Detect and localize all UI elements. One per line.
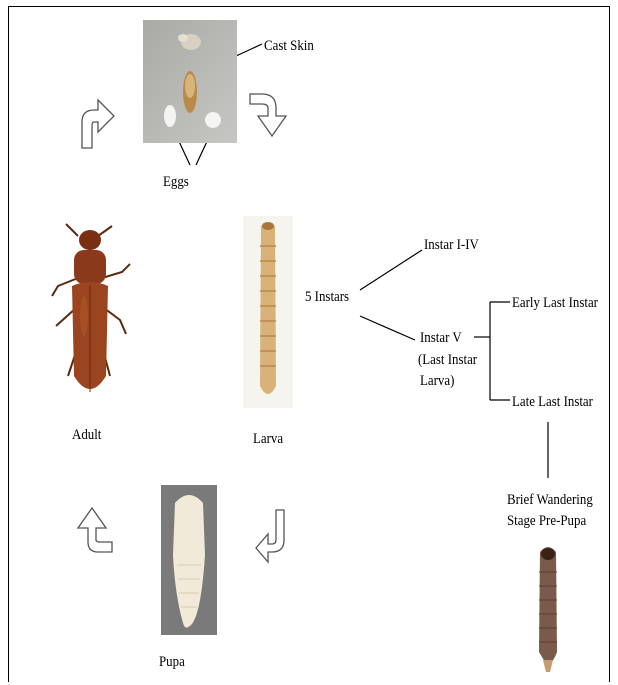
brief-wandering-label-1: Brief Wandering — [507, 490, 593, 510]
last-instar-larva-label-2: Larva) — [420, 371, 454, 391]
eggs-label: Eggs — [163, 172, 189, 192]
curved-arrow-down-icon — [248, 86, 292, 142]
curved-arrow-down-left-icon — [254, 506, 294, 566]
adult-label: Adult — [72, 425, 101, 445]
early-last-instar-label: Early Last Instar — [512, 293, 598, 313]
instar-i-iv-label: Instar I-IV — [424, 235, 479, 255]
larva-label: Larva — [253, 429, 283, 449]
instar-v-label: Instar V — [420, 328, 462, 348]
pupa-label: Pupa — [159, 652, 185, 672]
late-last-instar-label: Late Last Instar — [512, 392, 593, 412]
adult-beetle-photo — [48, 216, 133, 406]
larva-photo — [243, 216, 293, 408]
connector-instars-to-v — [360, 316, 415, 340]
brief-wandering-label-2: Stage Pre-Pupa — [507, 511, 586, 531]
connector-instars-to-i-iv — [360, 250, 422, 290]
curved-arrow-up-right-icon — [72, 92, 116, 152]
cast-skin-label: Cast Skin — [264, 36, 314, 56]
eggs-photo — [143, 20, 237, 143]
prepupa-photo — [533, 542, 563, 676]
five-instars-label: 5 Instars — [305, 287, 349, 307]
pupa-photo — [161, 485, 217, 635]
last-instar-larva-label-1: (Last Instar — [418, 350, 477, 370]
curved-arrow-up-left-icon — [74, 502, 116, 558]
